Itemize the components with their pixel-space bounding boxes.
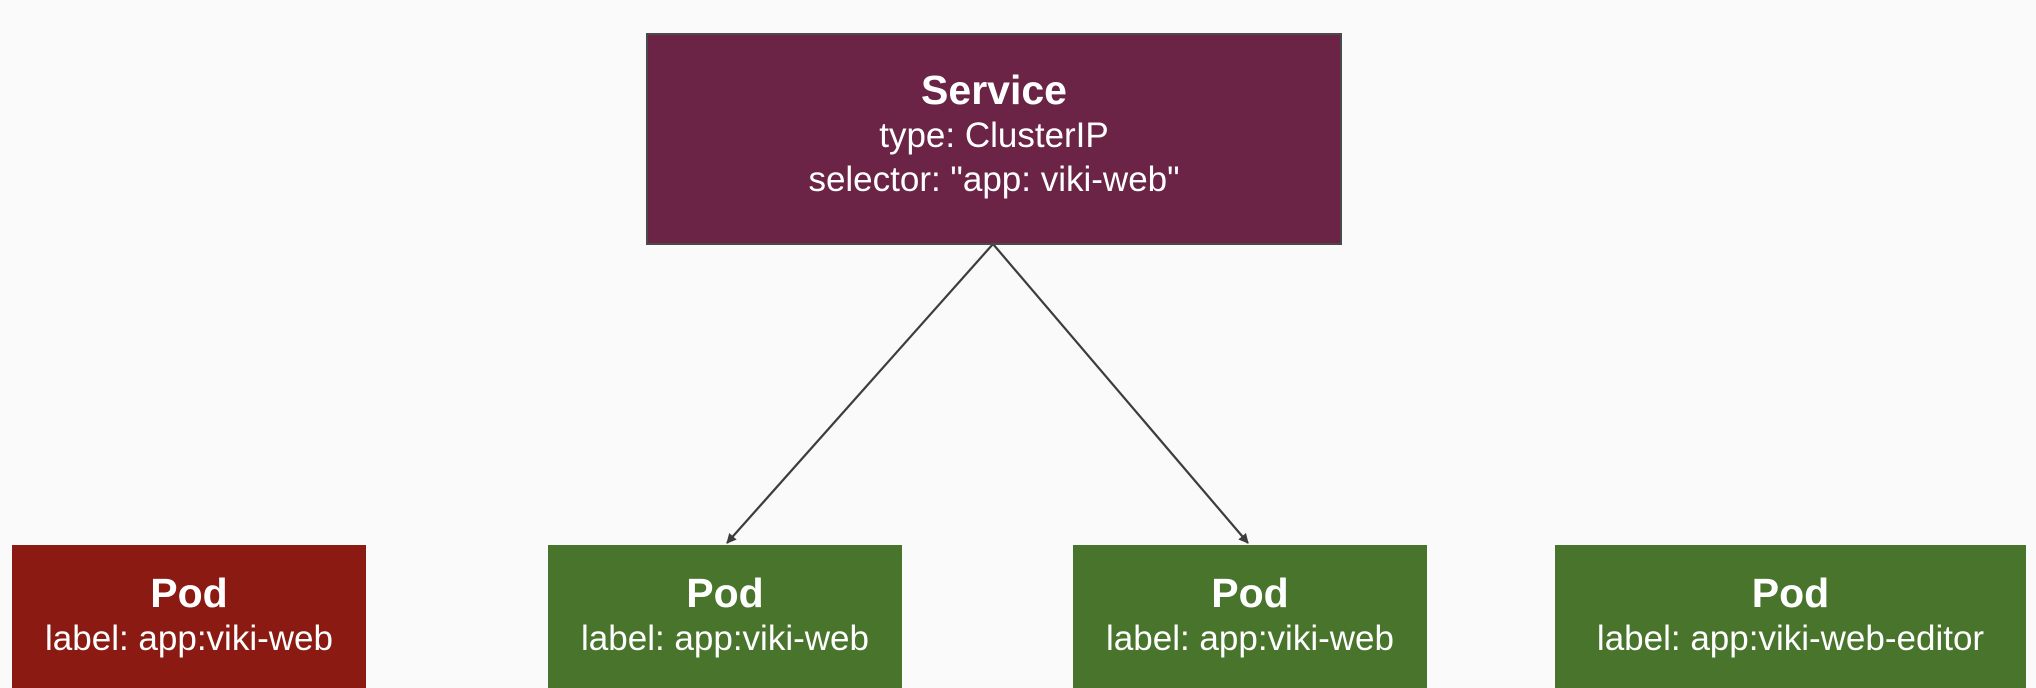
pod-node-matched: Pod label: app:viki-web-editor [1555, 545, 2026, 688]
service-title: Service [921, 67, 1067, 113]
pod-title: Pod [1211, 570, 1289, 616]
service-node: Service type: ClusterIP selector: "app: … [646, 33, 1342, 245]
pod-label: label: app:viki-web [581, 619, 869, 658]
pod-node-matched: Pod label: app:viki-web [548, 545, 902, 688]
pod-title: Pod [1751, 570, 1830, 616]
service-selector: selector: "app: viki-web" [808, 160, 1180, 199]
pod-title: Pod [686, 570, 764, 616]
pod-label: label: app:viki-web [45, 619, 333, 658]
service-type: type: ClusterIP [879, 116, 1109, 155]
pod-label: label: app:viki-web-editor [1596, 619, 1985, 658]
pod-label: label: app:viki-web [1106, 619, 1394, 658]
pod-title: Pod [150, 570, 228, 616]
edge-service-to-pod-3 [992, 243, 1249, 544]
pod-node-matched: Pod label: app:viki-web [1073, 545, 1427, 688]
edge-service-to-pod-2 [726, 243, 994, 544]
pod-node-unmatched: Pod label: app:viki-web [12, 545, 366, 688]
